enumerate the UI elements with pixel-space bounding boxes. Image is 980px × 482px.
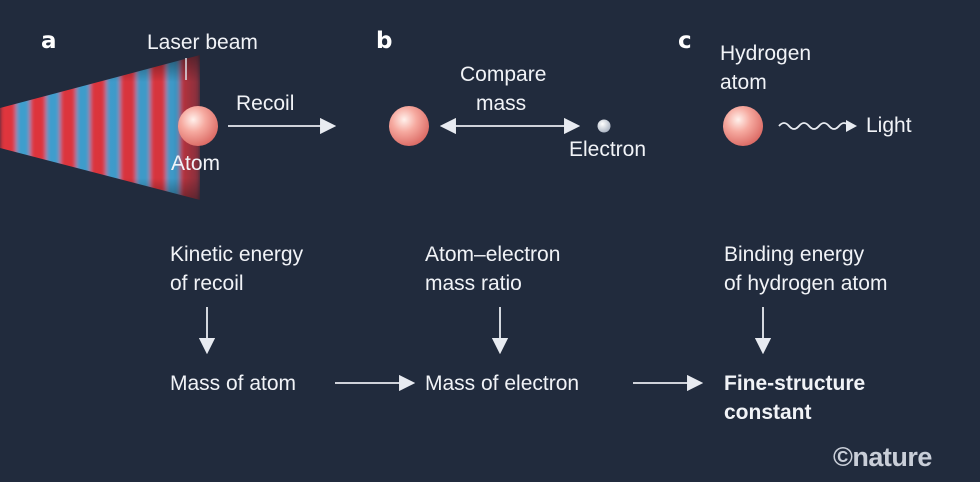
electron-icon — [597, 119, 611, 133]
nature-credit-logo: ©nature — [833, 442, 932, 472]
step-b-line1: Atom–electron — [425, 243, 561, 266]
panel-a-letter: a — [41, 28, 57, 54]
step-c-line1: Binding energy — [724, 243, 865, 266]
panel-b-letter: b — [376, 28, 393, 54]
step-a-line2: of recoil — [170, 272, 244, 295]
compare-label-line1: Compare — [460, 63, 547, 86]
atom-icon-b — [389, 106, 429, 146]
electron-label: Electron — [569, 138, 647, 161]
laser-beam-label: Laser beam — [147, 31, 258, 54]
recoil-label: Recoil — [236, 92, 295, 115]
step-b-line2: mass ratio — [425, 272, 522, 295]
mass-of-electron: Mass of electron — [425, 372, 580, 395]
light-arrowhead-icon — [846, 120, 857, 132]
hydrogen-label-line2: atom — [720, 71, 767, 94]
compare-label-line2: mass — [476, 92, 527, 115]
hydrogen-atom-icon — [723, 106, 763, 146]
panel-c-letter: c — [678, 28, 692, 54]
laser-beam-icon — [0, 55, 200, 200]
fine-structure-line2: constant — [724, 401, 812, 424]
fine-structure-line1: Fine-structure — [724, 372, 866, 395]
step-c-line2: of hydrogen atom — [724, 272, 888, 295]
step-a-line1: Kinetic energy — [170, 243, 304, 266]
light-wave-icon — [778, 122, 850, 130]
light-label: Light — [866, 114, 912, 137]
mass-of-atom: Mass of atom — [170, 372, 297, 395]
hydrogen-label-line1: Hydrogen — [720, 42, 812, 65]
atom-icon — [178, 106, 218, 146]
atom-label: Atom — [171, 152, 221, 175]
